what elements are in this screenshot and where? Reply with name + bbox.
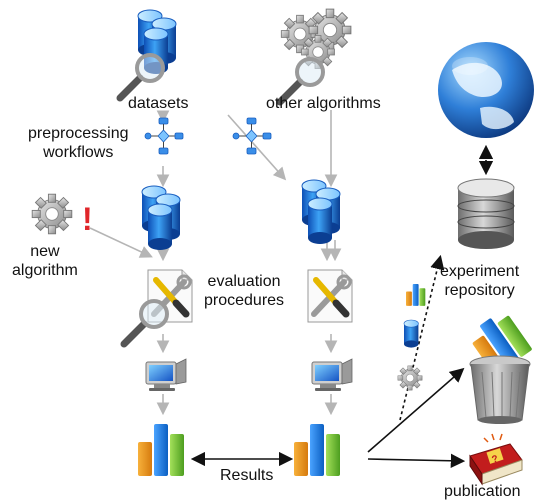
database-icon-left xyxy=(142,186,180,250)
other-algorithms-icon xyxy=(280,8,352,102)
publication-label: publication xyxy=(444,483,521,500)
experiment-repository-label: experiment repository xyxy=(440,262,519,300)
arrow-to-trash xyxy=(367,367,465,453)
experiment-repository-icon xyxy=(457,178,515,249)
evaluation-label-line2: procedures xyxy=(204,292,285,309)
experiment-label-line1: experiment xyxy=(440,263,520,280)
small-gear-icon xyxy=(397,365,423,391)
arrow-datasets-to-right-flow xyxy=(227,114,287,181)
new-algorithm-label: new algorithm xyxy=(12,242,78,280)
computer-icon-left xyxy=(145,358,187,392)
new-algorithm-label-line2: algorithm xyxy=(12,262,78,279)
small-bars-icon xyxy=(406,284,426,306)
svg-text:?: ? xyxy=(491,453,500,465)
database-icon-right xyxy=(302,180,340,244)
results-label: Results xyxy=(220,467,274,484)
trash-bin-icon xyxy=(469,315,532,424)
preprocessing-label-line1: preprocessing xyxy=(28,125,129,142)
results-bars-icon-right xyxy=(294,424,340,476)
datasets-label: datasets xyxy=(128,95,189,112)
workflow-icon-right xyxy=(232,117,272,155)
evaluation-icon-right xyxy=(308,270,352,322)
output-arrows xyxy=(190,144,494,468)
evaluation-label-line1: evaluation xyxy=(207,273,281,290)
experiment-label-line2: repository xyxy=(444,282,515,299)
workflow-icon-left xyxy=(144,117,184,155)
preprocessing-workflows-label: preprocessing workflows xyxy=(28,124,129,162)
datasets-icon xyxy=(120,10,176,98)
arrow-new-algorithm-to-eval xyxy=(89,227,153,258)
new-algorithm-label-line1: new xyxy=(30,243,60,260)
publication-book-icon: ? xyxy=(469,433,523,486)
pipeline-arrows xyxy=(89,110,342,416)
small-database-icon xyxy=(403,319,419,348)
arrow-to-repository-dotted xyxy=(399,254,445,421)
new-algorithm-gear-icon xyxy=(31,193,73,235)
evaluation-procedures-label: evaluation procedures xyxy=(204,272,284,310)
preprocessing-label-line2: workflows xyxy=(43,144,114,161)
arrow-to-publication xyxy=(367,453,466,468)
other-algorithms-label: other algorithms xyxy=(266,95,381,112)
globe-icon xyxy=(438,42,534,138)
computer-icon-right xyxy=(311,358,353,392)
results-bars-icon-left xyxy=(138,424,184,476)
exclamation-mark: ! xyxy=(82,201,93,237)
evaluation-icon-left xyxy=(124,270,192,344)
